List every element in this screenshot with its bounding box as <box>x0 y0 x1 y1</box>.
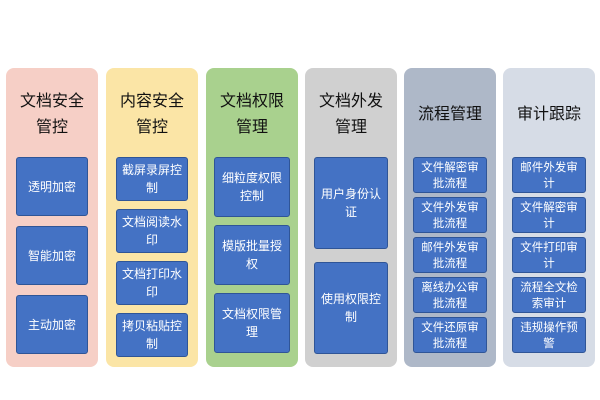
feature-box: 文档阅读水 印 <box>116 209 188 253</box>
column-document-outbound: 文档外发 管理 用户身份认 证 使用权限控 制 <box>305 68 397 367</box>
column-document-permission: 文档权限 管理 细粒度权限 控制 模版批量授 权 文档权限管理 <box>206 68 298 367</box>
column-document-security: 文档安全 管控 透明加密 智能加密 主动加密 <box>6 68 98 367</box>
column-content-security: 内容安全 管控 截屏录屏控 制 文档阅读水 印 文档打印水 印 拷贝粘贴控 制 <box>106 68 198 367</box>
feature-box: 违规操作预 警 <box>512 317 586 353</box>
column-title: 审计跟踪 <box>516 104 581 123</box>
feature-box: 文件解密审 计 <box>512 197 586 233</box>
feature-box: 拷贝粘贴控 制 <box>116 313 188 357</box>
feature-box: 文件打印审 计 <box>512 237 586 273</box>
column-title: 流程管理 <box>417 104 482 123</box>
feature-box: 使用权限控 制 <box>314 262 388 354</box>
feature-box: 主动加密 <box>16 295 88 354</box>
feature-box: 邮件外发审 批流程 <box>413 237 487 273</box>
feature-box: 文档打印水 印 <box>116 261 188 305</box>
feature-box: 文档权限管理 <box>214 293 290 353</box>
feature-box: 文件还原审 批流程 <box>413 317 487 353</box>
feature-box: 智能加密 <box>16 226 88 285</box>
column-title: 文档安全 管控 <box>19 91 84 136</box>
feature-box: 截屏录屏控 制 <box>116 157 188 201</box>
feature-box: 模版批量授 权 <box>214 225 290 285</box>
feature-box: 细粒度权限 控制 <box>214 157 290 217</box>
feature-box: 离线办公审 批流程 <box>413 277 487 313</box>
column-workflow: 流程管理 文件解密审 批流程 文件外发审 批流程 邮件外发审 批流程 离线办公审… <box>404 68 496 367</box>
feature-box: 邮件外发审 计 <box>512 157 586 193</box>
column-audit-tracking: 审计跟踪 邮件外发审 计 文件解密审 计 文件打印审 计 流程全文检 索审计 违… <box>503 68 595 367</box>
feature-box: 用户身份认 证 <box>314 157 388 249</box>
feature-box: 透明加密 <box>16 157 88 216</box>
column-title: 文档外发 管理 <box>318 91 383 136</box>
feature-box: 流程全文检 索审计 <box>512 277 586 313</box>
feature-box: 文件解密审 批流程 <box>413 157 487 193</box>
column-title: 内容安全 管控 <box>119 91 184 136</box>
feature-box: 文件外发审 批流程 <box>413 197 487 233</box>
column-title: 文档权限 管理 <box>219 91 284 136</box>
